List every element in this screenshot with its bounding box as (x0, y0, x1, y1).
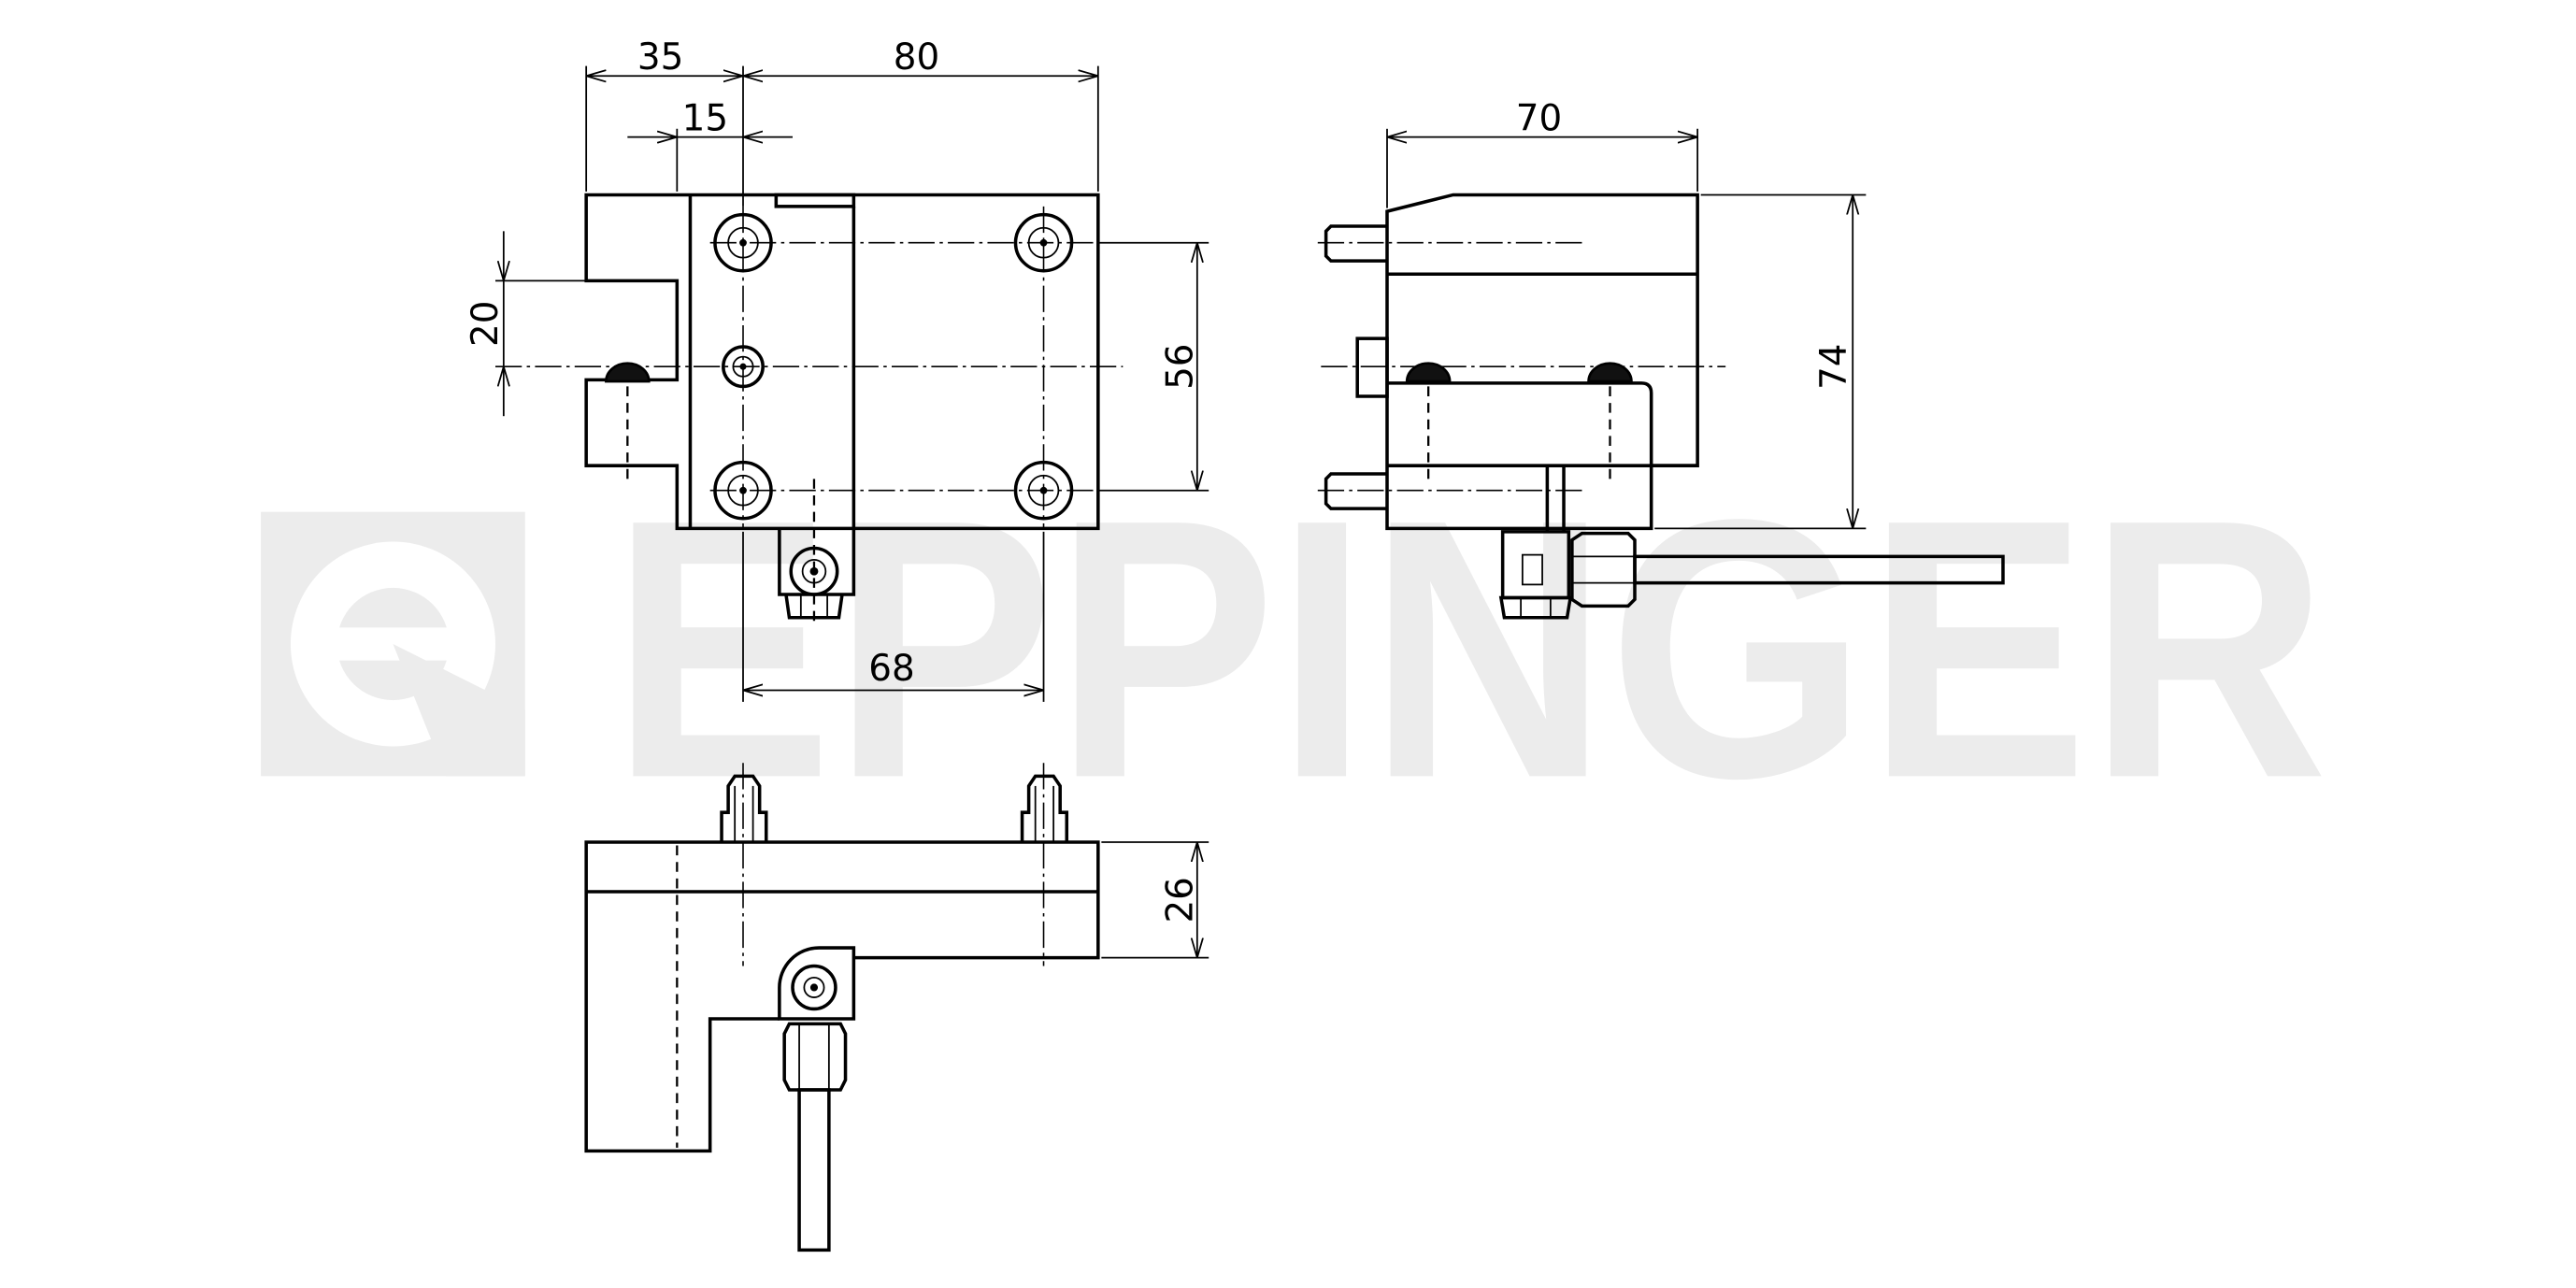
center-screw-inner (732, 355, 754, 378)
dimension-label-68: 68 (868, 648, 914, 690)
base-body-outline (584, 193, 1100, 531)
side-inner-block (1387, 381, 1653, 466)
center-screw (722, 345, 765, 389)
dimension-label-70: 70 (1516, 98, 1562, 140)
plan-view: 26 (584, 763, 1209, 1252)
fitting-port-center (809, 983, 819, 992)
fitting-nut (784, 594, 844, 620)
front-view: 35 80 15 20 56 68 (465, 36, 1209, 702)
dimension-label-20: 20 (465, 301, 507, 347)
coolant-fitting (778, 528, 856, 620)
fitting-port-outer (791, 964, 837, 1011)
bolt-hole (1013, 460, 1074, 521)
bolt-hole-center (739, 486, 747, 494)
fitting-port-inner (803, 976, 825, 998)
dimension-label-35: 35 (637, 36, 683, 79)
coolant-fitting (778, 946, 856, 1252)
bolt-hole-center (1039, 238, 1048, 247)
watermark-logo (261, 511, 525, 777)
side-screw-head (1355, 336, 1389, 398)
bolt-hole-center (739, 238, 747, 247)
plan-body-outline (584, 840, 1100, 1153)
dimension-label-80: 80 (894, 36, 939, 79)
fitting-window (1521, 553, 1543, 586)
bolt-hole (713, 460, 773, 521)
bolt-hole-outer (713, 212, 773, 273)
coolant-fitting (1498, 465, 2005, 620)
fitting-port-outer (789, 546, 839, 596)
fitting-lower-nut (1498, 595, 1573, 620)
bolt-hole (1013, 212, 1074, 273)
bolt-hole-outer (1013, 460, 1074, 521)
dimension-label-26: 26 (1160, 877, 1202, 923)
slide-tab (774, 193, 856, 208)
bolt-hole-inner (727, 226, 759, 259)
locating-pin-top (1324, 224, 1387, 263)
bolt-hole-outer (1013, 212, 1074, 273)
watermark: EPPINGER (261, 443, 2328, 854)
coolant-tube (1633, 554, 2005, 585)
dimension-label-56: 56 (1160, 343, 1202, 389)
fitting-nut (1570, 531, 1637, 608)
fitting-elbow (778, 946, 856, 1021)
side-view: 70 74 (1317, 98, 2005, 620)
fitting-port-inner (801, 559, 827, 584)
center-screw-dot (739, 363, 747, 370)
bolt-hole-inner (1027, 226, 1060, 259)
bolt-hole-inner (727, 474, 759, 507)
bolt-hole-outer (713, 460, 773, 521)
locating-pin-bottom (1324, 472, 1387, 510)
ball-plunger (1587, 362, 1633, 383)
fitting-nut (782, 1022, 848, 1092)
watermark-text: EPPINGER (611, 443, 2328, 854)
locating-pin-right (1020, 774, 1069, 842)
logo-wedge (393, 644, 525, 777)
logo-bar (330, 627, 463, 661)
locating-pin-left (720, 774, 768, 842)
dimension-label-15: 15 (682, 98, 728, 140)
bolt-hole (713, 212, 773, 273)
bolt-hole-center (1039, 486, 1048, 494)
dimension-label-74: 74 (1813, 343, 1855, 389)
center-screw-outer (722, 345, 765, 389)
bolt-hole-inner (1027, 474, 1060, 507)
ball-plunger (605, 362, 651, 383)
ball-plunger (1405, 362, 1452, 383)
fitting-port-center (809, 566, 819, 576)
coolant-tube (797, 1088, 831, 1252)
